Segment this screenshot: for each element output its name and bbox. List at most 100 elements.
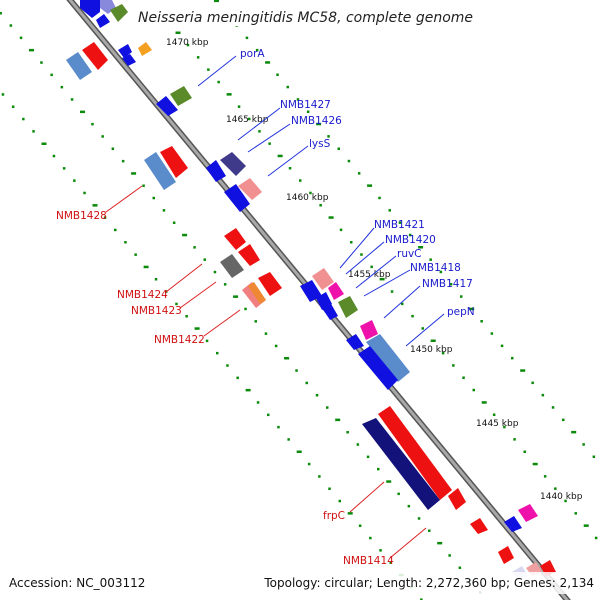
gene-feature[interactable]: [206, 160, 226, 182]
gene-label[interactable]: NMB1421: [374, 219, 425, 231]
gene-feature[interactable]: [122, 54, 136, 66]
gene-label[interactable]: NMB1418: [410, 262, 461, 274]
topology-text: Topology: circular; Length: 2,272,360 bp…: [263, 576, 594, 590]
gene-feature[interactable]: [328, 282, 344, 300]
gene-feature[interactable]: [238, 178, 262, 200]
gene-feature[interactable]: [300, 280, 322, 302]
gene-feature[interactable]: [110, 4, 128, 22]
tick-dot: [441, 351, 445, 355]
gene-label[interactable]: NMB1427: [280, 99, 331, 111]
tick-dot: [236, 376, 239, 380]
gene-feature[interactable]: [144, 152, 176, 190]
gene-label[interactable]: NMB1414: [343, 555, 394, 567]
gene-feature[interactable]: [238, 244, 260, 266]
tick-dot: [92, 204, 98, 207]
gene-feature[interactable]: [118, 44, 132, 58]
tick-dot: [286, 85, 289, 89]
gene-feature[interactable]: [346, 334, 364, 350]
gene-feature[interactable]: [220, 254, 244, 278]
tick-dot: [564, 499, 567, 503]
tick-dot: [245, 388, 251, 392]
tick-dot: [274, 344, 278, 348]
tick-dot: [469, 307, 475, 311]
gene-feature[interactable]: [360, 320, 378, 340]
gene-label[interactable]: porA: [240, 48, 265, 60]
gene-label[interactable]: frpC: [323, 510, 345, 522]
tick-dot: [256, 401, 260, 404]
tick-dot: [554, 487, 557, 490]
gene-feature[interactable]: [96, 14, 110, 28]
tick-dot: [295, 369, 298, 372]
leader-line-minus: [203, 309, 241, 337]
tick-dot: [194, 327, 200, 330]
gene-feature[interactable]: [362, 418, 440, 510]
gene-feature[interactable]: [338, 296, 358, 318]
gene-feature[interactable]: [170, 86, 192, 106]
gene-feature[interactable]: [220, 152, 246, 176]
gene-feature[interactable]: [248, 282, 266, 304]
kbp-marker: 1460 kbp: [286, 193, 329, 203]
gene-label[interactable]: NMB1426: [291, 115, 342, 127]
tick-dot: [408, 233, 412, 237]
gene-feature[interactable]: [470, 518, 488, 534]
tick-dot: [562, 418, 565, 422]
gene-feature[interactable]: [80, 0, 100, 18]
tick-dot: [40, 61, 43, 64]
tick-dot: [318, 475, 321, 478]
gene-feature[interactable]: [378, 406, 452, 500]
tick-dot: [357, 172, 361, 175]
tick-dot: [52, 154, 56, 158]
gene-feature[interactable]: [322, 302, 338, 320]
tick-dot: [460, 295, 463, 298]
gene-feature[interactable]: [448, 488, 466, 510]
tick-dot: [388, 209, 391, 212]
tick-dot: [370, 265, 373, 269]
gene-label[interactable]: NMB1422: [154, 334, 205, 346]
gene-feature[interactable]: [504, 516, 522, 532]
gene-label[interactable]: NMB1424: [117, 289, 168, 301]
gene-feature[interactable]: [518, 504, 538, 522]
gene-feature[interactable]: [82, 42, 108, 70]
tick-dot: [582, 443, 585, 446]
gene-feature[interactable]: [138, 42, 152, 56]
tick-dot: [316, 122, 322, 126]
accession-text: Accession: NC_003112: [9, 576, 145, 590]
tick-dot: [32, 130, 35, 133]
gene-feature[interactable]: [498, 546, 514, 564]
tick-dot: [574, 512, 577, 515]
tick-dot: [29, 48, 34, 52]
gene-feature[interactable]: [156, 96, 178, 116]
gene-label[interactable]: NMB1428: [56, 210, 107, 222]
gene-label[interactable]: NMB1420: [385, 234, 436, 246]
tick-dot: [386, 480, 392, 483]
gene-label[interactable]: NMB1423: [131, 305, 182, 317]
gene-label[interactable]: lysS: [309, 138, 331, 150]
tick-dot: [430, 339, 436, 342]
tick-dot: [571, 430, 577, 434]
gene-feature[interactable]: [160, 146, 188, 178]
gene-label[interactable]: NMB1417: [422, 278, 473, 290]
gene-feature[interactable]: [366, 334, 410, 382]
tick-dot: [91, 122, 94, 126]
gene-feature[interactable]: [224, 184, 250, 212]
tick-dot: [523, 450, 526, 453]
gene-label[interactable]: ruvC: [397, 248, 422, 260]
kbp-marker: 1470 kbp: [166, 38, 209, 48]
tick-dot: [287, 438, 290, 441]
tick-dot: [583, 524, 589, 527]
gene-feature[interactable]: [358, 346, 398, 390]
tick-dot: [500, 344, 504, 348]
tick-dot: [378, 196, 381, 200]
tick-dot: [379, 549, 382, 552]
tick-dot: [328, 487, 331, 490]
tick-dot: [258, 130, 261, 133]
gene-feature[interactable]: [66, 52, 92, 80]
gene-feature[interactable]: [258, 272, 282, 296]
tick-dot: [265, 61, 271, 64]
gene-feature[interactable]: [224, 228, 246, 250]
gene-labels-plus: porA NMB1427 NMB1426 lysS NMB1421 NMB142…: [240, 48, 475, 318]
gene-feature[interactable]: [312, 268, 334, 290]
gene-label[interactable]: pepN: [447, 306, 475, 318]
leader-line-minus: [105, 185, 143, 213]
